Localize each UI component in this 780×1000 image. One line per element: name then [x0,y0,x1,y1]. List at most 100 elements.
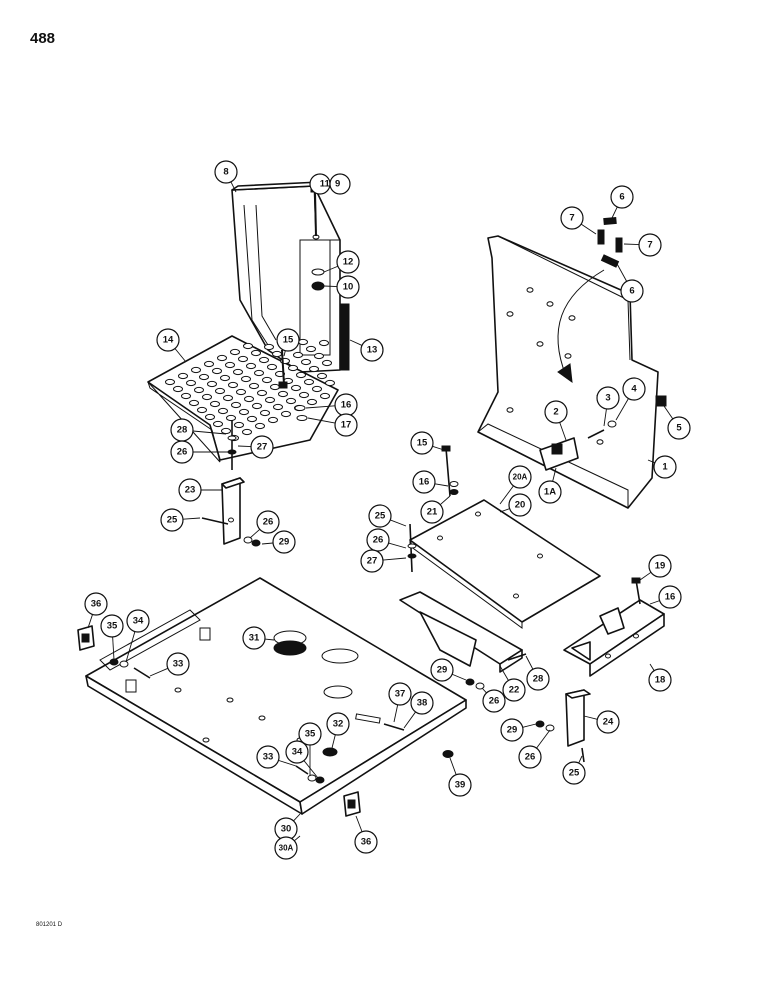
leader-c6b [615,261,628,282]
latch-part-36-bottom [343,791,361,817]
callout-label-c7a: 7 [569,213,574,224]
callout-c22: 22 [502,678,526,702]
perforation-hole [296,371,306,379]
callout-label-c7b: 7 [647,240,652,251]
callout-c26e: 26 [518,745,542,769]
callout-c31: 31 [242,626,266,650]
callout-label-c13: 13 [367,345,378,356]
perforation-hole [207,380,217,388]
callout-label-c8: 8 [223,167,228,178]
callout-c17: 17 [334,413,358,437]
perforation-hole [275,370,285,378]
leader-c30a [294,835,301,842]
hardware-parts-3-4-5 [587,395,667,439]
perforation-hole [254,369,264,377]
callout-c7a: 7 [560,206,584,230]
leader-c20a [499,485,514,505]
callout-c30a: 30A [274,836,298,860]
bracket-part-24 [565,689,591,747]
callout-label-c38: 38 [417,698,428,709]
perforation-hole [273,403,283,411]
callout-c10: 10 [336,275,360,299]
leader-c19 [639,571,652,581]
callout-c16a: 16 [334,393,358,417]
perforation-hole [178,372,188,380]
perforation-hole [230,348,240,356]
leader-c32 [331,734,336,749]
callout-c25a: 25 [160,508,184,532]
callout-label-c11-9: 11 9 [320,179,341,190]
callout-label-c39: 39 [455,780,466,791]
seat-back-frame-part-8 [231,181,341,373]
leader-c35a [112,636,115,661]
callout-label-c25b: 25 [375,511,386,522]
callout-label-c29b: 29 [437,665,448,676]
leader-c26e [536,729,551,749]
perforation-hole [265,396,275,404]
perforation-hole [304,378,314,386]
perforation-hole [197,406,207,414]
callout-label-c19: 19 [655,561,666,572]
callout-label-c37: 37 [395,689,406,700]
perforation-hole [243,342,253,350]
leader-c13 [349,339,363,346]
bracket-part-22 [399,591,523,673]
callout-label-c36a: 36 [91,599,102,610]
floor-pan-part-30 [85,577,467,815]
callout-label-c34a: 34 [133,616,144,627]
perforation-hole [270,383,280,391]
perforation-hole [299,391,309,399]
callout-label-c20a: 20A [513,473,528,482]
perforation-hole [259,356,269,364]
perforation-hole [281,410,291,418]
leader-c34a [125,631,136,663]
callout-label-c34b: 34 [292,747,303,758]
callout-label-c5: 5 [676,423,682,434]
callout-c21: 21 [420,500,444,524]
callout-label-c33a: 33 [173,659,184,670]
callout-c5: 5 [667,416,691,440]
leader-c15b [432,445,445,451]
perforation-hole [239,408,249,416]
leader-c10 [323,285,338,287]
perforation-hole [325,379,335,387]
leader-c31 [264,638,275,641]
pins-parts-6-7 [597,216,623,268]
callout-c33a: 33 [166,652,190,676]
callout-label-c35b: 35 [305,729,316,740]
perforation-hole [322,359,332,367]
perforation-hole [213,420,223,428]
callout-label-c16b: 16 [419,477,430,488]
washer-part-12 [311,268,325,276]
bolt-part-19 [631,577,641,605]
callout-c18: 18 [648,668,672,692]
callout-c3: 3 [596,386,620,410]
perforation-hole [262,376,272,384]
callout-label-c27b: 27 [367,556,378,567]
perforation-hole [225,361,235,369]
leader-c38 [403,711,416,729]
leader-c18 [649,663,655,671]
perforation-hole [249,382,259,390]
hardware-parts-33-34-35-bottom [295,765,325,784]
perforation-hole [246,362,256,370]
perforation-hole [260,409,270,417]
leader-c26b [249,528,261,539]
leader-c7a [580,223,597,235]
callout-c28b: 28 [526,667,550,691]
bolt-part-15-upper [278,349,288,389]
page-number: 488 [30,30,56,47]
callout-c20a: 20A [508,465,532,489]
callout-label-c26d: 26 [489,696,500,707]
callout-c26b: 26 [256,510,280,534]
leader-c16a [305,405,336,409]
callout-c29c: 29 [500,718,524,742]
leader-c20 [499,508,510,513]
callout-label-c27a: 27 [257,442,268,453]
perforation-hole [215,387,225,395]
leader-c4 [615,398,629,421]
perforation-hole [241,375,251,383]
hardware-parts-35-34-33-left [109,658,151,679]
callout-c4: 4 [622,377,646,401]
callout-c34a: 34 [126,609,150,633]
